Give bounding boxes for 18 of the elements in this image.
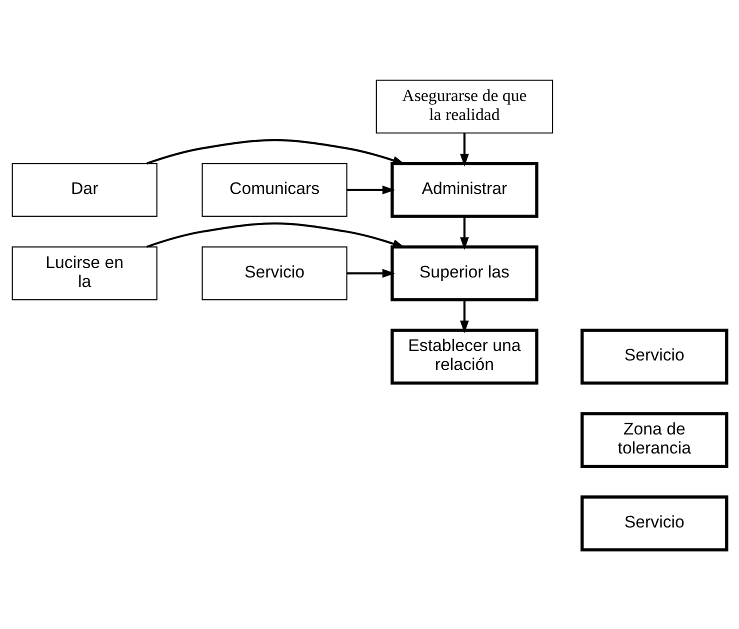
- node-box: Servicio: [580, 328, 728, 384]
- node-box: Servicio: [202, 246, 348, 300]
- node-box: Servicio: [580, 494, 728, 551]
- node-box: Establecer una relación: [390, 328, 538, 384]
- node-box: Comunicars: [202, 162, 348, 216]
- node-box: Superior las: [390, 244, 538, 301]
- arrow: [146, 138, 406, 164]
- node-box: Administrar: [390, 162, 538, 218]
- arrow: [346, 268, 396, 278]
- arrow: [460, 132, 469, 166]
- arrow: [346, 185, 396, 194]
- arrow: [146, 222, 406, 248]
- node-box: Asegurarse de que la realidad: [376, 79, 554, 133]
- node-box: Zona de tolerancia: [580, 412, 728, 468]
- node-box: Lucirse en la: [12, 246, 158, 300]
- arrow: [460, 300, 469, 333]
- arrow: [460, 216, 469, 250]
- node-box: Dar: [12, 162, 158, 216]
